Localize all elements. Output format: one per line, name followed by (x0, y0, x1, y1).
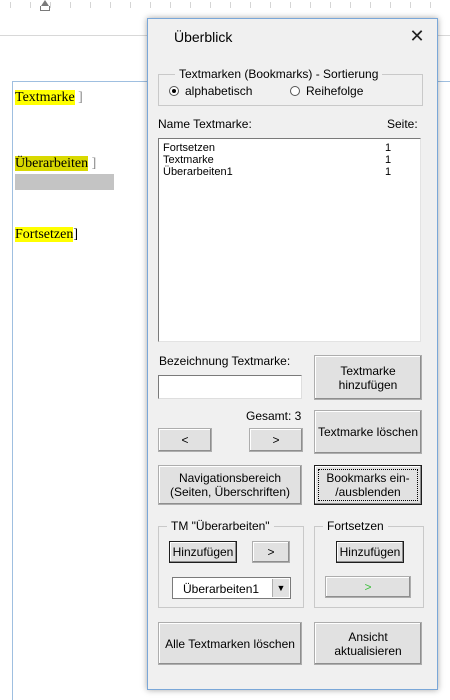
indent-marker-base-icon[interactable] (40, 6, 50, 11)
total-label: Gesamt: 3 (246, 409, 302, 423)
bookmark-bracket: ] (73, 227, 78, 242)
radio-unselected-icon (290, 86, 300, 96)
highlighted-text: Überarbeiten (15, 156, 89, 171)
dialog-title: Überblick (174, 29, 233, 45)
prev-button[interactable]: < (158, 428, 212, 452)
ruler-ticks (0, 2, 450, 8)
indent-marker-icon[interactable] (41, 0, 49, 6)
radio-order[interactable]: Reihefolge (290, 84, 363, 98)
list-item[interactable]: Überarbeiten1 1 (163, 166, 413, 178)
add-bookmark-button[interactable]: Textmarke hinzufügen (314, 355, 422, 400)
delete-all-bookmarks-button[interactable]: Alle Textmarken löschen (158, 622, 302, 665)
continue-add-button[interactable]: Hinzufügen (336, 541, 404, 563)
bookmark-listbox[interactable]: Fortsetzen 1 Textmarke 1 Überarbeiten1 1 (158, 138, 421, 342)
list-item-page: 1 (385, 154, 392, 166)
bookmark-bracket: ] (91, 156, 97, 171)
review-group-legend: TM "Überarbeiten" (167, 519, 274, 533)
list-header-page: Seite: (387, 117, 418, 131)
review-combo[interactable]: Überarbeiten1 ▼ (172, 577, 291, 599)
sort-groupbox: Textmarken (Bookmarks) - Sortierung alph… (158, 67, 423, 106)
sort-group-legend: Textmarken (Bookmarks) - Sortierung (175, 67, 383, 81)
selection-shading (15, 174, 114, 190)
document-line-fortsetzen[interactable]: Fortsetzen] (15, 227, 78, 243)
review-add-button[interactable]: Hinzufügen (169, 541, 237, 563)
list-header-name: Name Textmarke: (158, 117, 252, 131)
radio-selected-icon (169, 86, 179, 96)
bookmark-bracket: ] (78, 90, 83, 105)
continue-group-legend: Fortsetzen (323, 519, 388, 533)
continue-go-button[interactable]: > (325, 576, 411, 598)
continue-groupbox: Fortsetzen Hinzufügen > (314, 519, 424, 608)
list-item[interactable]: Fortsetzen 1 (163, 142, 413, 154)
radio-alphabetical-label: alphabetisch (185, 84, 253, 98)
close-icon[interactable]: ✕ (409, 25, 425, 46)
overview-dialog: Überblick ✕ Textmarken (Bookmarks) - Sor… (147, 18, 438, 690)
review-combo-value: Überarbeiten1 (183, 582, 260, 596)
list-item-name: Fortsetzen (163, 142, 215, 154)
list-item-page: 1 (385, 142, 392, 154)
document-line-ueberarbeiten[interactable]: Überarbeiten ] (15, 156, 96, 172)
navigation-pane-button[interactable]: Navigationsbereich (Seiten, Überschrifte… (158, 465, 302, 505)
chevron-down-icon[interactable]: ▼ (272, 579, 289, 597)
delete-bookmark-button[interactable]: Textmarke löschen (314, 410, 422, 454)
refresh-view-button[interactable]: Ansicht aktualisieren (314, 622, 422, 665)
highlighted-text: Textmarke (15, 90, 75, 105)
ruler (0, 0, 450, 12)
list-item-page: 1 (385, 166, 392, 178)
next-button[interactable]: > (249, 428, 303, 452)
document-line-textmarke[interactable]: Textmarke ] (15, 90, 83, 106)
toggle-bookmarks-button[interactable]: Bookmarks ein- /ausblenden (314, 465, 422, 505)
highlighted-text: Fortsetzen (15, 227, 74, 242)
name-label: Bezeichnung Textmarke: (159, 354, 291, 368)
review-go-button[interactable]: > (252, 541, 290, 563)
list-item-name: Textmarke (163, 154, 214, 166)
radio-alphabetical[interactable]: alphabetisch (169, 84, 252, 98)
bookmark-name-input[interactable] (158, 375, 302, 399)
review-groupbox: TM "Überarbeiten" Hinzufügen > Überarbei… (158, 519, 304, 608)
radio-order-label: Reihefolge (306, 84, 364, 98)
page-edge-left (12, 81, 13, 700)
list-item[interactable]: Textmarke 1 (163, 154, 413, 166)
list-item-name: Überarbeiten1 (163, 166, 233, 178)
